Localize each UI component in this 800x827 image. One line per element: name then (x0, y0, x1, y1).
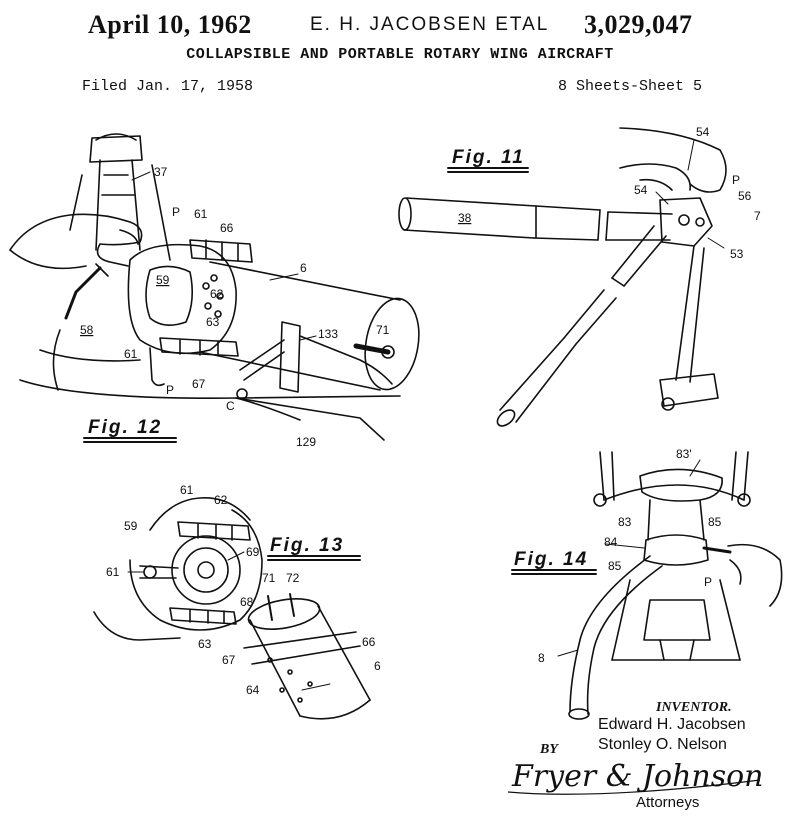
fig14-label: Fig. 14 (514, 549, 588, 570)
patent-date: April 10, 1962 (88, 10, 252, 39)
ref-label: 54 (696, 125, 710, 139)
ref-label: 61 (180, 483, 194, 497)
ref-label: P (704, 575, 712, 589)
ref-label: 62 (210, 287, 224, 301)
ref-label: 7 (754, 209, 761, 223)
ref-label: 59 (156, 273, 170, 287)
ref-label: 84 (604, 535, 618, 549)
figure-label-underlines (83, 167, 597, 575)
signature-flourish (507, 779, 761, 795)
attorney-signature: Fryer & Johnson (511, 759, 763, 794)
ref-label: C (226, 399, 235, 413)
ref-label: 133 (318, 327, 338, 341)
ref-label: 83 (618, 515, 632, 529)
figure-13-drawing (93, 497, 371, 720)
patent-title: COLLAPSIBLE AND PORTABLE ROTARY WING AIR… (186, 46, 614, 63)
ref-label: 71 (376, 323, 390, 337)
ref-label: 67 (222, 653, 236, 667)
ref-label: 53 (730, 247, 744, 261)
ref-label: 69 (246, 545, 260, 559)
ref-label: 38 (458, 211, 472, 225)
by-label: BY (540, 742, 558, 757)
ref-label: 6 (374, 659, 381, 673)
ref-label: P (166, 383, 174, 397)
ref-label: 61 (106, 565, 120, 579)
inventor-name-1: Edward H. Jacobsen (598, 716, 746, 733)
attorneys-label: Attorneys (636, 794, 700, 811)
ref-label: 56 (738, 189, 752, 203)
ref-label: 66 (362, 635, 376, 649)
inventors-header: E. H. JACOBSEN ETAL (310, 14, 550, 35)
ref-label: 61 (194, 207, 208, 221)
ref-label: 85 (708, 515, 722, 529)
ref-label: 62 (214, 493, 228, 507)
ref-label: 71 (262, 571, 276, 585)
inventor-heading: INVENTOR. (656, 700, 732, 715)
figure-11-drawing (398, 127, 727, 427)
ref-label: 63 (198, 637, 212, 651)
ref-label: 8 (538, 651, 545, 665)
filed-date: Filed Jan. 17, 1958 (82, 78, 254, 95)
fig13-label: Fig. 13 (270, 535, 344, 556)
ref-label: 63 (206, 315, 220, 329)
ref-label: 68 (240, 595, 254, 609)
ref-label: 85 (608, 559, 622, 573)
inventor-name-2: Stonley O. Nelson (598, 736, 727, 753)
fig12-label: Fig. 12 (88, 417, 162, 438)
ref-label: 64 (246, 683, 260, 697)
ref-label: 66 (220, 221, 234, 235)
ref-label: 54 (634, 183, 648, 197)
leader-lines (127, 139, 725, 691)
ref-label: P (732, 173, 740, 187)
patent-number: 3,029,047 (584, 10, 693, 39)
figure-12-drawing (9, 133, 420, 441)
sheet-count: 8 Sheets-Sheet 5 (558, 78, 703, 95)
ref-label: 37 (154, 165, 168, 179)
ref-label: P (172, 205, 180, 219)
ref-label: 72 (286, 571, 300, 585)
ref-label: 67 (192, 377, 206, 391)
ref-label: 61 (124, 347, 138, 361)
ref-label: 6 (300, 261, 307, 275)
ref-label: 59 (124, 519, 138, 533)
ref-label: 129 (296, 435, 316, 449)
figure-14-drawing (568, 451, 783, 720)
ref-label: 58 (80, 323, 94, 337)
fig11-label: Fig. 11 (452, 147, 525, 168)
ref-label: 83' (676, 447, 692, 461)
